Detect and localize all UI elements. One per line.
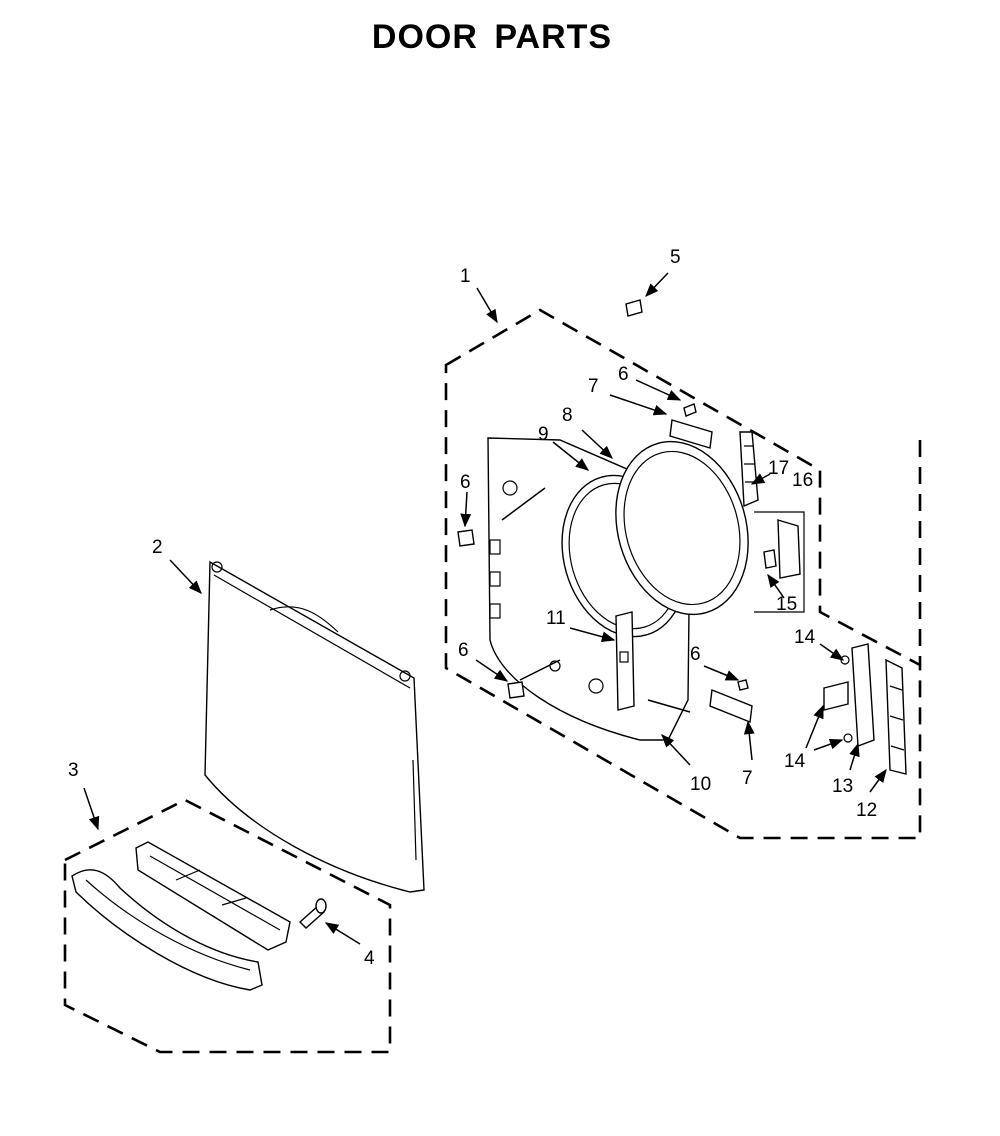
- callout-15: 15: [776, 594, 797, 615]
- callout-7a: 7: [588, 376, 599, 397]
- callout-6d: 6: [690, 644, 701, 665]
- upper-hinge-plate[interactable]: [669, 419, 713, 449]
- hinge-assembly[interactable]: [823, 643, 875, 747]
- hinge-mount-bracket[interactable]: [885, 658, 907, 775]
- door-handle[interactable]: [71, 841, 291, 991]
- callout-12: 12: [856, 800, 877, 821]
- latch-assembly[interactable]: [754, 511, 805, 613]
- screw-hardware[interactable]: [457, 299, 749, 699]
- callout-14b: 14: [784, 751, 806, 772]
- door-glass[interactable]: [596, 426, 768, 630]
- callout-9: 9: [538, 424, 549, 445]
- callout-5: 5: [670, 247, 681, 268]
- door-strike-bracket[interactable]: [615, 611, 635, 711]
- callout-8: 8: [562, 405, 573, 426]
- callout-labels: 1 2 3 4 5 6 7 8 9 6 10 11 6 6 7 12 13 14…: [68, 247, 877, 969]
- outer-door-panel[interactable]: [204, 560, 425, 893]
- handle-screw[interactable]: [298, 898, 327, 929]
- callout-16: 16: [792, 470, 813, 491]
- callout-6c: 6: [458, 640, 469, 661]
- callout-4: 4: [364, 948, 375, 969]
- callout-6a: 6: [618, 364, 629, 385]
- callout-11: 11: [546, 608, 566, 629]
- callout-17: 17: [768, 458, 789, 479]
- callout-3: 3: [68, 760, 79, 781]
- callout-1: 1: [460, 266, 471, 287]
- callout-6b: 6: [460, 472, 471, 493]
- callout-10: 10: [690, 774, 711, 795]
- page-title: DOOR PARTS: [371, 18, 613, 56]
- handle-kit-boundary: [63, 798, 392, 1054]
- lower-hinge-plate[interactable]: [709, 689, 753, 723]
- callout-7b: 7: [742, 768, 753, 789]
- leader-lines: [83, 272, 887, 945]
- hinge-cover[interactable]: [739, 431, 759, 508]
- callout-13: 13: [832, 776, 853, 797]
- callout-2: 2: [152, 537, 163, 558]
- callout-14a: 14: [794, 627, 816, 648]
